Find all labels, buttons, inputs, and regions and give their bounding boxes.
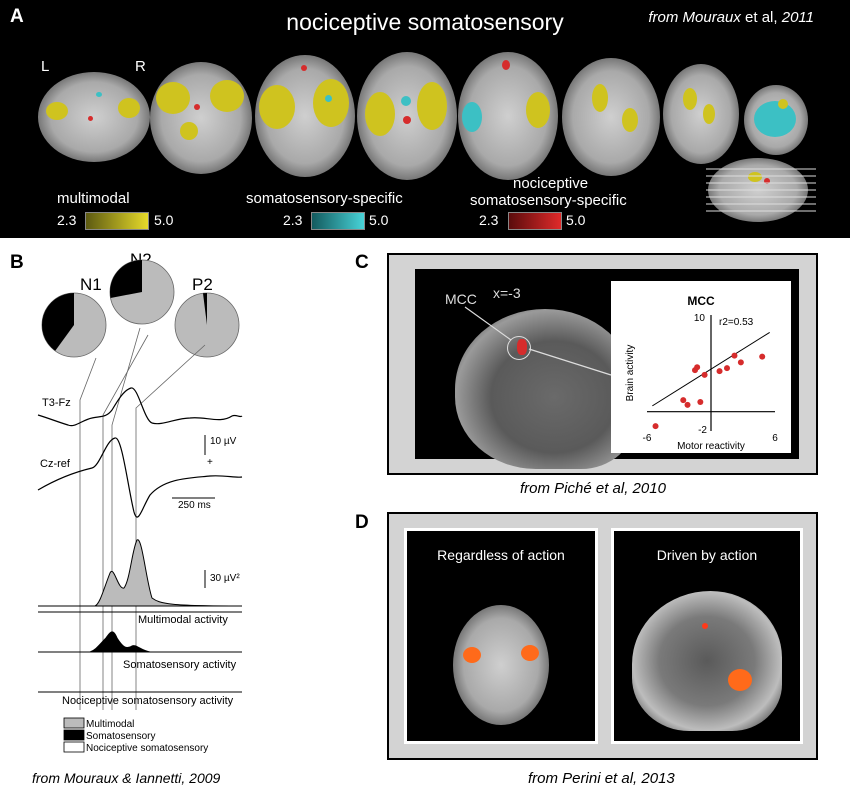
pie-n1-somatosensory-slice (42, 293, 74, 351)
scatter-point (737, 359, 744, 366)
trace-czref (37, 437, 243, 518)
scatter-point (724, 365, 730, 372)
legend-somato-min: 2.3 (283, 212, 303, 228)
legend-nociceptive-max: 5.0 (566, 212, 586, 228)
peak-label-p2: P2 (192, 275, 213, 294)
scatter-point (684, 401, 691, 408)
scatter-point (697, 399, 704, 405)
axial-mri (453, 605, 549, 725)
legend-multimodal-colorbar (85, 212, 149, 230)
legend-somato-colorbar (311, 212, 365, 230)
somatosensory-activity-trace (38, 631, 242, 653)
panel-d-frame: Regardless of action Driven by action (387, 512, 818, 760)
legend-swatch-somatosensory (63, 729, 85, 741)
brain-slice-4 (357, 52, 457, 180)
regardless-of-action-caption: Regardless of action (437, 547, 565, 563)
brain-slice-7 (663, 64, 739, 164)
panel-b-citation: from Mouraux & Iannetti, 2009 (32, 770, 221, 786)
pie-n2-somatosensory-slice (110, 260, 142, 298)
legend-label-nociceptive: Nociceptive somatosensory (86, 743, 208, 754)
panel-d-right-image: Driven by action (611, 528, 803, 744)
scatter-point (701, 371, 708, 378)
legend-nociceptive-colorbar (508, 212, 562, 230)
driven-by-action-caption: Driven by action (656, 547, 758, 563)
legend-somato-max: 5.0 (369, 212, 389, 228)
brain-slice-6 (562, 58, 660, 176)
brain-slice-1 (38, 72, 150, 162)
legend-multimodal-label: multimodal (57, 190, 130, 207)
scatter-y-label: Brain activity (625, 345, 636, 402)
pie-p2-somatosensory-slice (202, 293, 207, 325)
panel-b-figure: N1 N2 P2 T3-Fz Cz-ref 10 µV + 250 ms 30 … (37, 250, 243, 754)
pie-charts (41, 259, 240, 358)
panel-c-letter: C (355, 252, 369, 273)
multimodal-activity-trace (38, 539, 243, 607)
right-hemisphere-label: R (135, 58, 146, 75)
scatter-fit-line (652, 331, 770, 407)
legend-nociceptive-min: 2.3 (479, 212, 499, 228)
panel-d-letter: D (355, 512, 369, 533)
scatter-x-label: Motor reactivity (677, 441, 745, 452)
mcc-region-label: MCC (445, 291, 477, 307)
legend-swatch-nociceptive (63, 741, 85, 753)
legend-swatch-multimodal (63, 717, 85, 729)
panel-b-letter: B (10, 252, 24, 273)
time-scale-label: 250 ms (178, 500, 211, 511)
panel-a-title: nociceptive somatosensory (286, 9, 564, 35)
scatter-x-tick: 6 (772, 433, 778, 444)
mcc-coordinate-label: x=-3 (493, 285, 521, 301)
trace-label-t3fz: T3-Fz (42, 397, 71, 409)
brain-slice-3 (255, 55, 355, 177)
trace-t3fz (37, 387, 243, 427)
legend-multimodal-max: 5.0 (154, 212, 174, 228)
scatter-y-tick: 10 (694, 313, 706, 324)
legend-nociceptive-label-2: somatosensory-specific (470, 192, 627, 209)
power-scale-label: 30 µV² (210, 573, 240, 584)
somatosensory-activity-label: Somatosensory activity (123, 659, 237, 671)
mcc-circle (507, 336, 531, 360)
panel-a: A nociceptive somatosensory from Mouraux… (0, 0, 850, 238)
multimodal-activity-label: Multimodal activity (138, 614, 228, 626)
peak-label-n1: N1 (80, 275, 102, 294)
voltage-scale-plus: + (207, 457, 213, 468)
pie-connector-lines (79, 327, 206, 710)
left-hemisphere-label: L (41, 58, 50, 75)
scatter-r2-annotation: r2=0.53 (719, 317, 754, 328)
scatter-point (731, 352, 738, 359)
legend-nociceptive-label-1: nociceptive (513, 175, 589, 192)
legend-multimodal-min: 2.3 (57, 212, 77, 228)
sagittal-mri-d (632, 591, 782, 731)
scatter-y-tick: -2 (698, 425, 707, 436)
panel-a-citation: from Mouraux et al, 2011 (648, 9, 814, 26)
legend-somato-label: somatosensory-specific (246, 190, 403, 207)
voltage-scale-label: 10 µV (210, 436, 237, 447)
scatter-point (716, 368, 723, 375)
brain-slice-8 (744, 85, 808, 155)
mcc-pointer-lines (464, 306, 612, 376)
panel-d-left-image: Regardless of action (404, 528, 598, 744)
nociceptive-activity-label: Nociceptive somatosensory activity (62, 695, 234, 707)
legend-label-multimodal: Multimodal (86, 719, 134, 730)
legend-label-somatosensory: Somatosensory (86, 731, 155, 742)
brain-slice-2 (150, 62, 252, 174)
brain-slice-5 (458, 52, 558, 180)
scatter-title: MCC (687, 294, 715, 308)
scatter-point (694, 364, 701, 371)
scatter-point (680, 397, 687, 404)
scatter-point (759, 353, 766, 360)
slice-level-lines (706, 168, 816, 212)
scatter-x-tick: -6 (643, 433, 652, 444)
scatter-background (611, 281, 791, 453)
panel-a-letter: A (10, 6, 24, 27)
panel-c-citation: from Piché et al, 2010 (520, 480, 666, 497)
trace-label-czref: Cz-ref (40, 458, 71, 470)
panel-d-citation: from Perini et al, 2013 (528, 770, 675, 787)
scatter-point (652, 423, 659, 430)
sagittal-mri (455, 309, 635, 469)
